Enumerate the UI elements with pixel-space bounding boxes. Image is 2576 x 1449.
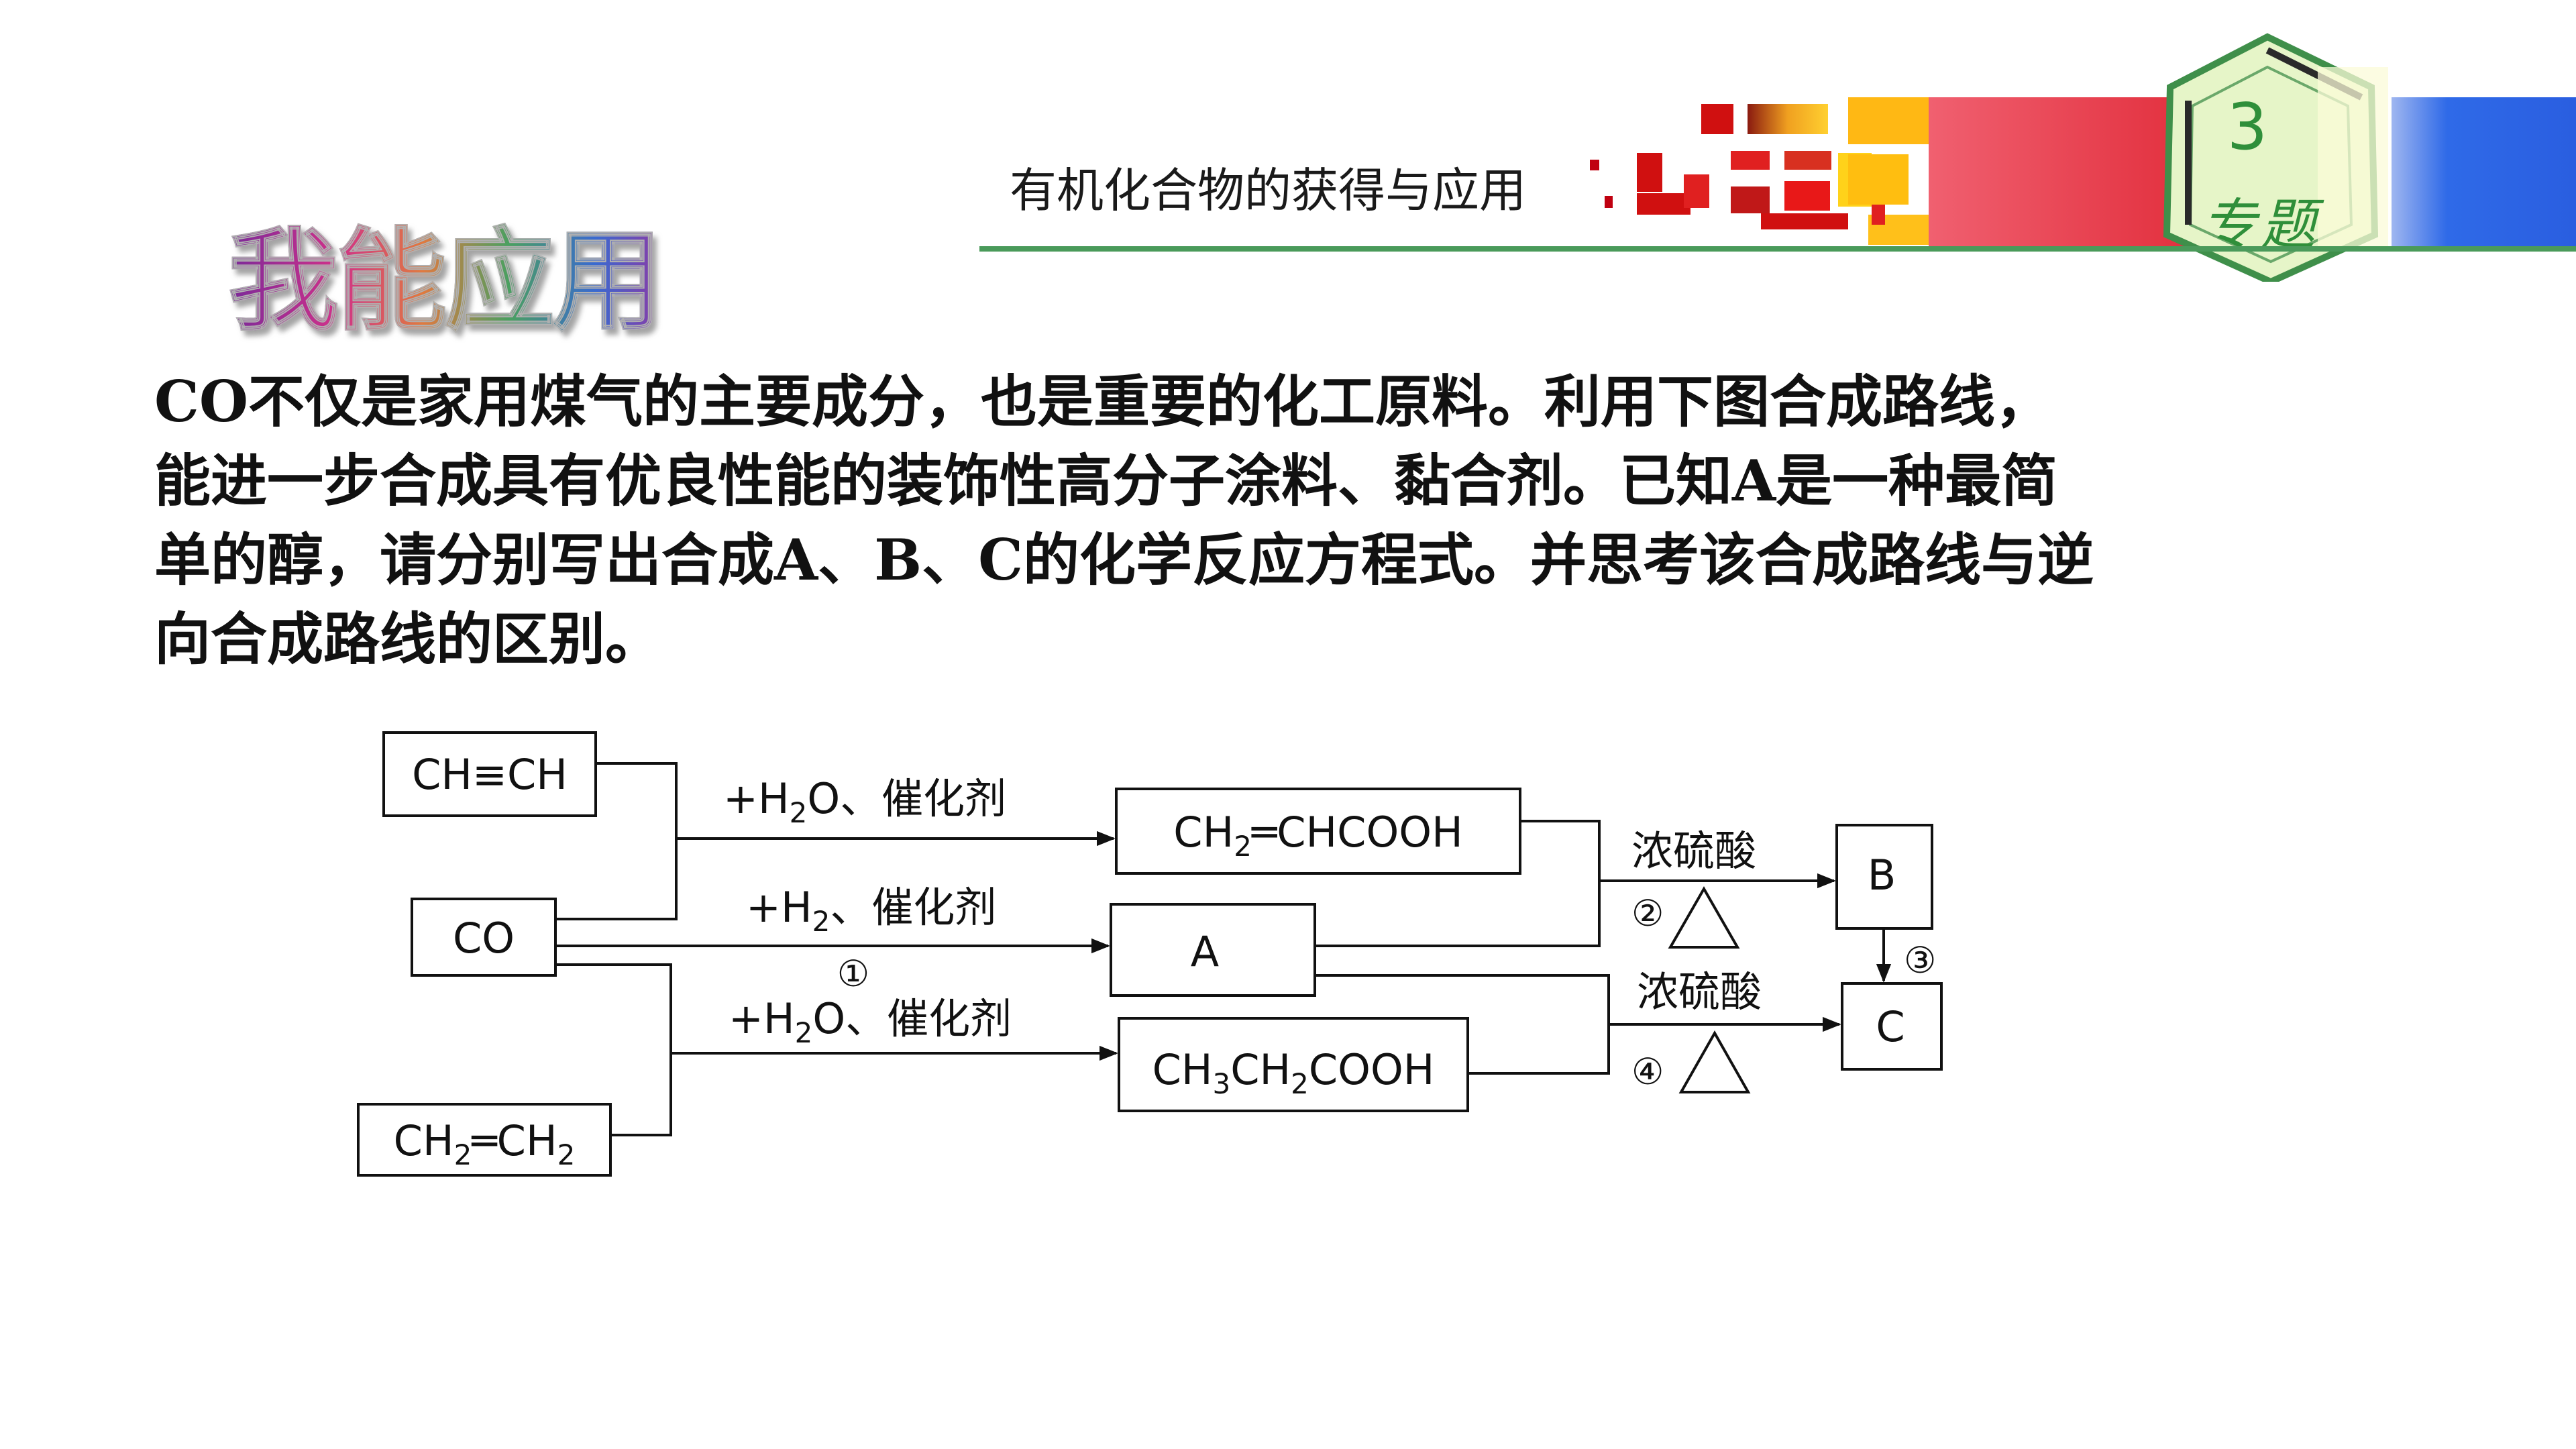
problem-line: 向合成路线的区别。 bbox=[154, 606, 662, 672]
course-title: 有机化合物的获得与应用 bbox=[1010, 163, 1526, 218]
condition-acid-bottom: 浓硫酸 bbox=[1637, 967, 1762, 1016]
node-label-propanoic-acid: CH3CH2COOH bbox=[1152, 1045, 1435, 1100]
node-label-acetylene: CH≡CH bbox=[412, 750, 568, 799]
node-box-acetylene bbox=[382, 731, 597, 817]
condition-step-4: ④ bbox=[1631, 1051, 1664, 1093]
node-label-b: B bbox=[1868, 851, 1896, 900]
heat-triangle-4 bbox=[1678, 1030, 1751, 1093]
node-label-a: A bbox=[1191, 927, 1219, 976]
problem-line: CO不仅是家用煤气的主要成分，也是重要的化工原料。利用下图合成路线， bbox=[154, 368, 2052, 435]
condition-step-2: ② bbox=[1631, 892, 1664, 934]
node-label-c: C bbox=[1876, 1002, 1904, 1051]
problem-line: 能进一步合成具有优良性能的装饰性高分子涂料、黏合剂。已知A是一种最简 bbox=[154, 447, 2058, 514]
node-box-propanoic-acid bbox=[1118, 1017, 1469, 1112]
condition-hydration-top: +H2O、催化剂 bbox=[723, 774, 1006, 829]
connector-acrylic-acid bbox=[1315, 820, 1601, 947]
node-box-ethylene bbox=[357, 1103, 612, 1177]
blue-banner-block bbox=[2392, 97, 2576, 246]
red-banner-block bbox=[1929, 97, 2190, 246]
condition-acid-top: 浓硫酸 bbox=[1631, 826, 1756, 875]
connector-acetylene bbox=[555, 762, 678, 920]
chapter-number: 3 bbox=[2226, 91, 2268, 164]
problem-line: 单的醇，请分别写出合成A、B、C的化学反应方程式。并思考该合成路线与逆 bbox=[154, 527, 2094, 593]
connector-ethylene bbox=[555, 963, 672, 1136]
node-box-a bbox=[1110, 903, 1316, 997]
node-label-co: CO bbox=[453, 914, 515, 963]
node-box-acrylic-acid bbox=[1115, 788, 1521, 875]
condition-hydration-bottom: +H2O、催化剂 bbox=[729, 994, 1012, 1049]
heat-triangle-2 bbox=[1668, 885, 1740, 949]
node-label-ethylene: CH2═CH2 bbox=[394, 1116, 576, 1171]
condition-step-3: ③ bbox=[1904, 939, 1936, 981]
node-box-co bbox=[411, 898, 557, 977]
node-label-acrylic-acid: CH2═CHCOOH bbox=[1173, 808, 1462, 863]
condition-step-1: ① bbox=[837, 953, 869, 995]
condition-hydrogenation: +H2、催化剂 bbox=[746, 883, 996, 938]
node-box-c bbox=[1841, 982, 1943, 1071]
section-title: 我能应用 bbox=[227, 191, 663, 352]
problem-text: CO不仅是家用煤气的主要成分，也是重要的化工原料。利用下图合成路线， 能进一步合… bbox=[154, 362, 2395, 679]
pixel-blocks-decoration bbox=[1590, 97, 1932, 245]
header-rule bbox=[979, 246, 2576, 252]
header-decoration bbox=[1590, 33, 2576, 282]
